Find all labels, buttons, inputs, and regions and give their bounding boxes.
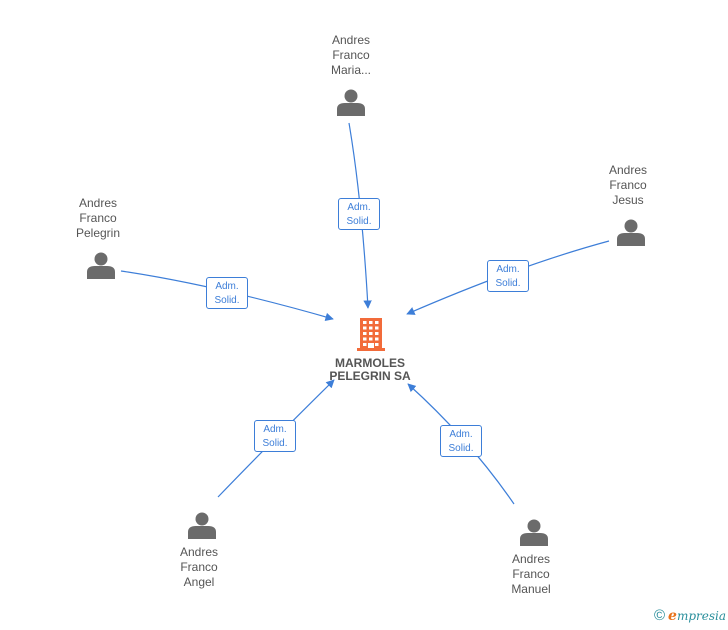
relation-label-manuel[interactable]: Adm. Solid. (440, 425, 482, 457)
person-name-maria[interactable]: Andres Franco Maria... (330, 33, 371, 77)
person-icon[interactable] (617, 219, 645, 247)
person-name-angel[interactable]: Andres Franco Angel (179, 545, 219, 589)
person-name-pelegrin[interactable]: Andres Franco Pelegrin (75, 196, 121, 240)
building-icon (357, 318, 385, 351)
company-name[interactable]: MARMOLES PELEGRIN SA (329, 356, 411, 383)
person-nodes (87, 89, 645, 547)
relation-edges (120, 122, 610, 505)
brand-initial: e (668, 608, 677, 624)
relation-label-jesus[interactable]: Adm. Solid. (487, 260, 529, 292)
relation-label-angel[interactable]: Adm. Solid. (254, 420, 296, 452)
person-icon[interactable] (337, 89, 365, 117)
footer-brand[interactable]: ©empresia (654, 607, 726, 624)
person-icon[interactable] (87, 252, 115, 280)
relation-label-maria[interactable]: Adm. Solid. (338, 198, 380, 230)
relation-label-pelegrin[interactable]: Adm. Solid. (206, 277, 248, 309)
company-node[interactable] (357, 318, 385, 351)
person-name-manuel[interactable]: Andres Franco Manuel (511, 552, 551, 596)
copyright-symbol: © (653, 607, 666, 624)
person-name-jesus[interactable]: Andres Franco Jesus (608, 163, 648, 207)
person-icon[interactable] (188, 512, 216, 540)
brand-name: mpresia (676, 609, 726, 623)
person-icon[interactable] (520, 519, 548, 547)
